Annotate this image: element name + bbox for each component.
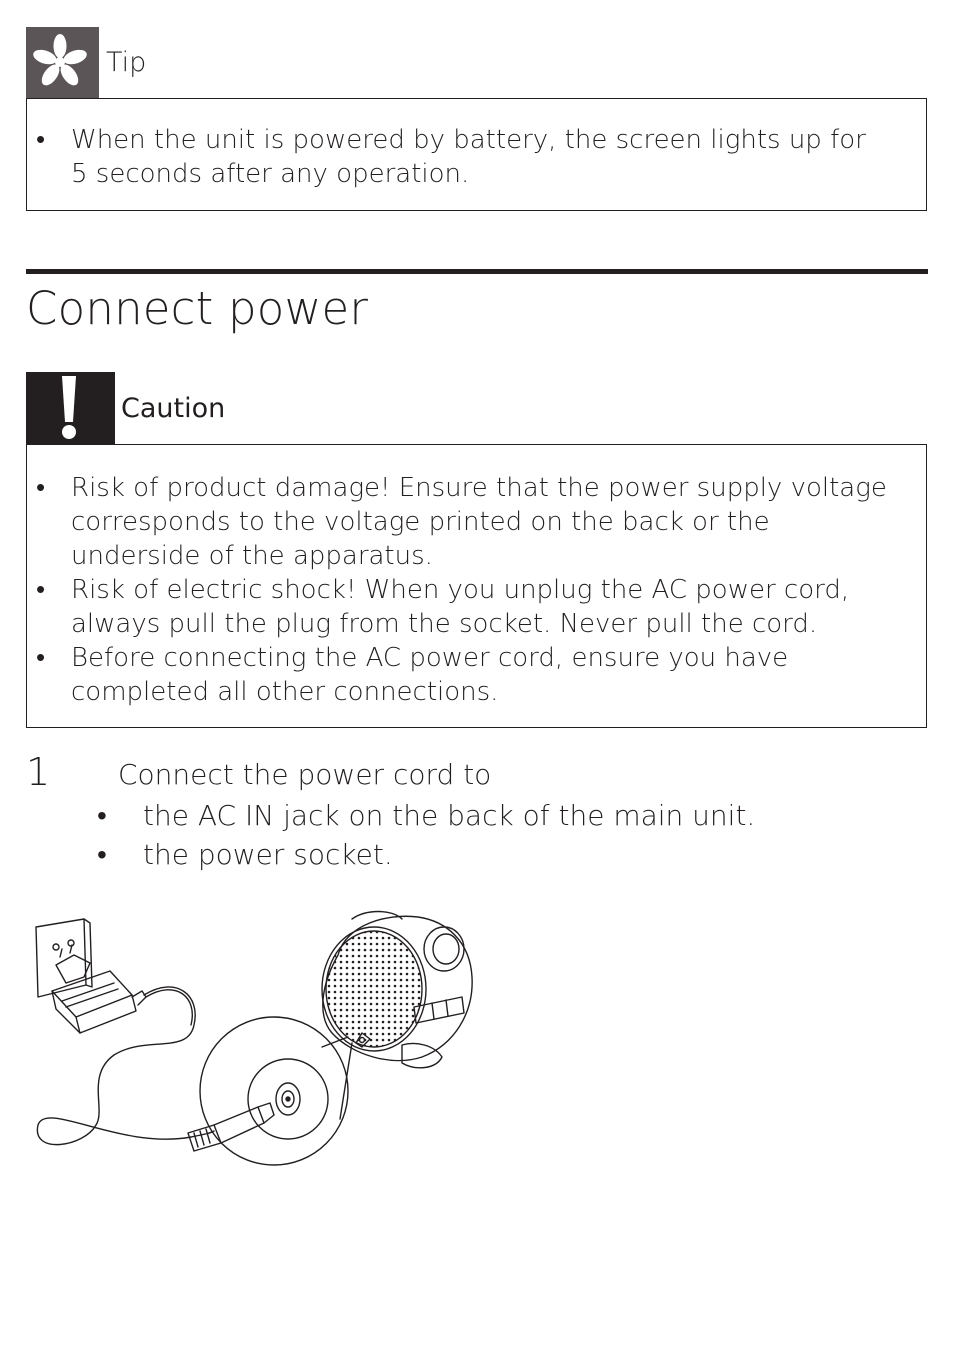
caution-item: Risk of electric shock! When you unplug …: [27, 573, 897, 641]
wall-socket-icon: [35, 918, 93, 998]
step-sublist: the AC IN jack on the back of the main u…: [92, 796, 755, 874]
caution-box: Risk of product damage! Ensure that the …: [26, 444, 927, 728]
tip-box: When the unit is powered by battery, the…: [26, 98, 927, 211]
tip-asterisk-icon: [26, 27, 99, 98]
zoom-outer-circle: [199, 1016, 349, 1166]
tip-list: When the unit is powered by battery, the…: [27, 123, 887, 191]
caution-label: Caution: [121, 393, 226, 424]
tip-item: When the unit is powered by battery, the…: [27, 123, 887, 191]
speaker-unit-icon: [321, 910, 473, 1069]
step-subitem: the power socket.: [92, 835, 755, 874]
power-cord: [36, 986, 215, 1146]
caution-item: Before connecting the AC power cord, ens…: [27, 641, 897, 709]
tip-label: Tip: [106, 47, 147, 78]
power-connection-illustration: [26, 905, 476, 1180]
caution-item: Risk of product damage! Ensure that the …: [27, 471, 897, 573]
caution-list: Risk of product damage! Ensure that the …: [27, 471, 897, 709]
section-rule: [26, 269, 928, 274]
step-number: 1: [26, 750, 51, 794]
power-adapter-icon: [51, 944, 147, 1034]
section-title: Connect power: [26, 282, 369, 335]
zoom-inner-circle: [247, 1058, 329, 1140]
step-text: Connect the power cord to: [118, 758, 492, 791]
dc-plug-icon: [187, 1102, 275, 1152]
step-subitem: the AC IN jack on the back of the main u…: [92, 796, 755, 835]
caution-exclamation-icon: [26, 372, 115, 444]
